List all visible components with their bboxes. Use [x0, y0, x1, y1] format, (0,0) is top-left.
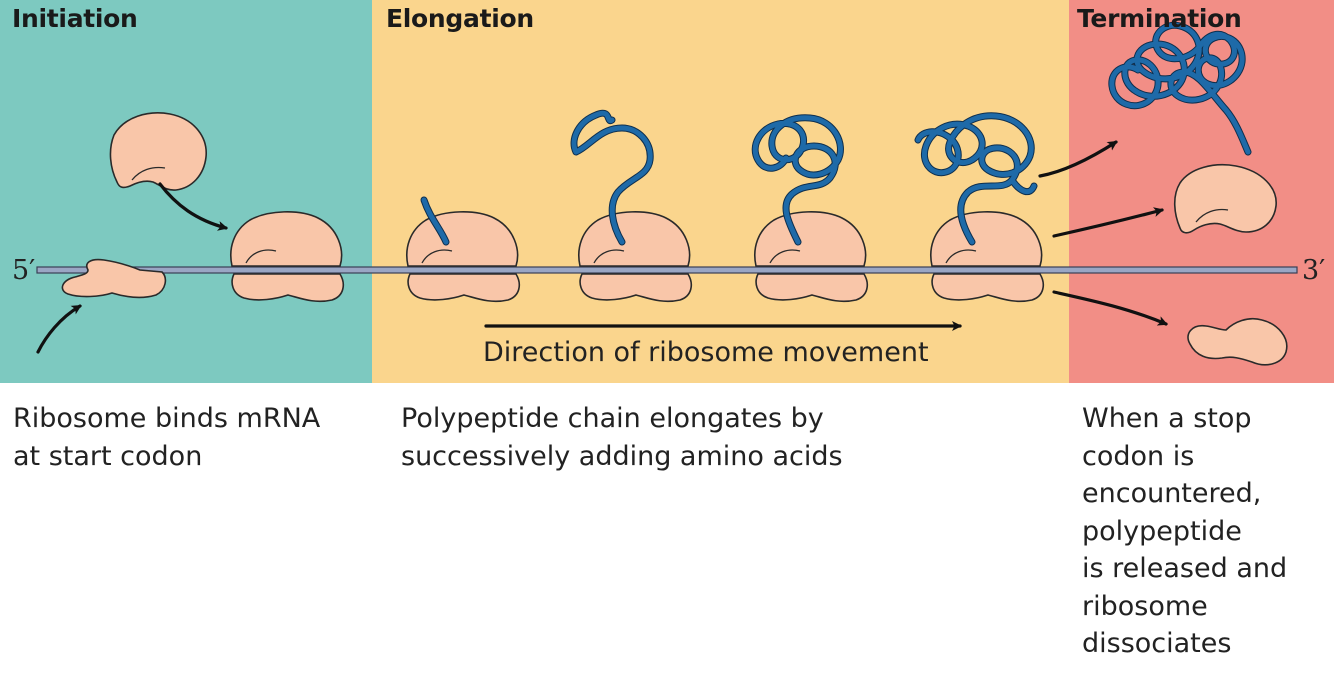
arrow-subunit-binding-curve	[158, 182, 228, 231]
arrow-small-subunit-release	[1052, 290, 1168, 326]
ribosome-small-subunit-free	[61, 258, 167, 299]
direction-label: Direction of ribosome movement	[483, 337, 929, 368]
ribosome-small-subunit-released	[1187, 317, 1288, 366]
ribosome-assembled	[230, 211, 345, 303]
ribosome-elongation-1	[406, 211, 521, 303]
ribosome-elongation-2	[578, 211, 693, 303]
mrna-strand	[36, 266, 1298, 274]
three-prime-label: 3′	[1302, 255, 1326, 286]
ribosome-large-subunit-free	[109, 112, 207, 191]
ribosome-elongation-4	[930, 211, 1045, 303]
caption-termination: When a stop codon is encountered, polype…	[1082, 403, 1288, 659]
heading-termination: Termination	[1077, 4, 1242, 33]
heading-elongation: Elongation	[386, 4, 534, 33]
arrow-small-subunit-curve	[36, 304, 82, 354]
arrow-polypeptide-release	[1038, 140, 1118, 178]
ribosome-elongation-3	[754, 211, 869, 303]
ribosome-groove	[131, 166, 166, 181]
elongation-panel	[372, 0, 1069, 383]
arrow-large-subunit-release	[1052, 207, 1164, 238]
caption-initiation: Ribosome binds mRNA at start codon	[13, 403, 321, 472]
released-polypeptide	[1108, 21, 1252, 156]
ribosome-large-subunit-released	[1173, 164, 1277, 234]
five-prime-label: 5′	[12, 255, 36, 286]
heading-initiation: Initiation	[12, 4, 138, 33]
caption-elongation: Polypeptide chain elongates by successiv…	[401, 403, 843, 472]
ribosome-groove	[1195, 208, 1229, 223]
